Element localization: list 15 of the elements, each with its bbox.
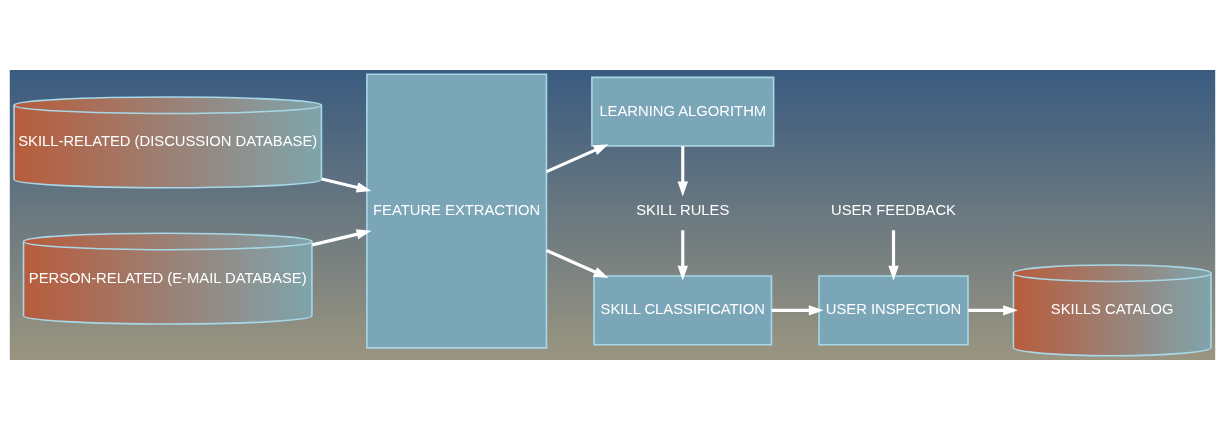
node-box: USER INSPECTION (818, 275, 969, 346)
arrow (545, 249, 609, 278)
arrow (888, 230, 899, 281)
node-text: SKILL RULES (636, 201, 730, 218)
arrow (771, 305, 824, 316)
node-box: FEATURE EXTRACTION (366, 73, 548, 349)
arrow (968, 305, 1018, 316)
node-box: SKILL CLASSIFICATION (593, 275, 773, 346)
node-box: LEARNING ALGORITHM (591, 76, 775, 147)
arrow (545, 144, 609, 174)
node-text: USER FEEDBACK (831, 201, 956, 218)
arrow (677, 230, 688, 281)
arrow (677, 146, 688, 197)
arrow (311, 229, 372, 247)
arrow (321, 177, 372, 193)
